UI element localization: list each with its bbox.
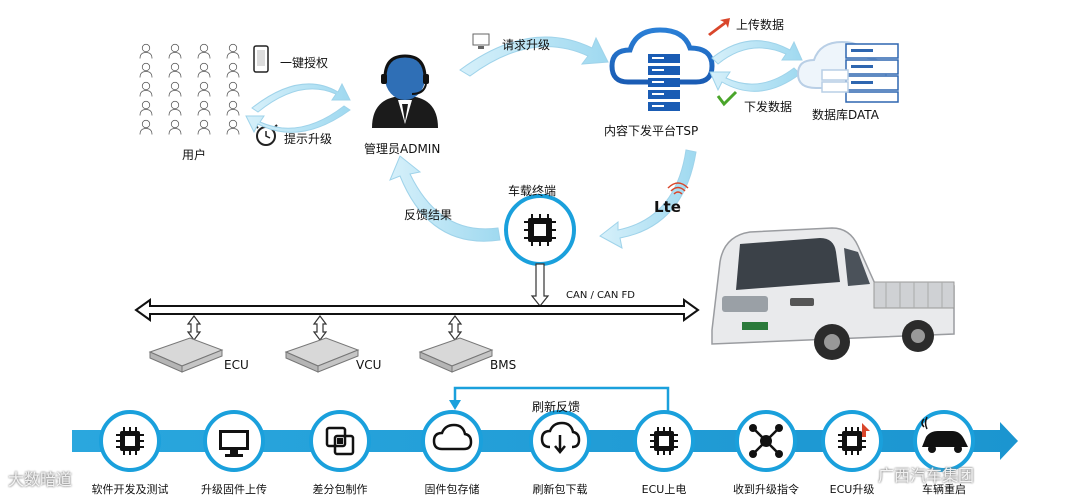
feedback-result-arrow: [390, 156, 500, 241]
process-step-label: ECU上电: [609, 481, 719, 497]
data-cycle-arrows: [710, 41, 802, 92]
terminal-bus-arrow: [532, 264, 548, 306]
person-icon: [169, 82, 181, 96]
database-label: 数据库DATA: [812, 106, 879, 123]
person-icon: [140, 82, 152, 96]
person-icon: [227, 101, 239, 115]
bms-label: BMS: [490, 358, 516, 372]
process-step-label: 刷新包下载: [505, 481, 615, 497]
auth-cycle-arrows: [246, 84, 350, 132]
phone-icon: [254, 46, 268, 72]
person-icon: [227, 63, 239, 77]
person-icon: [227, 120, 239, 134]
database-icon: [798, 42, 898, 102]
upload-arrow-icon: [708, 18, 730, 36]
ecu-label: ECU: [224, 358, 249, 372]
upload-data-label: 上传数据: [736, 16, 784, 33]
watermark-right: 广西汽车集团: [878, 462, 974, 486]
process-step-node: [101, 412, 159, 470]
request-upgrade-label: 请求升级: [502, 36, 550, 53]
process-step-node: [423, 412, 481, 470]
person-icon: [227, 82, 239, 96]
process-step-node: [823, 412, 881, 470]
person-icon: [140, 101, 152, 115]
person-icon: [198, 120, 210, 134]
process-step-label: 固件包存储: [397, 481, 507, 497]
refresh-feedback-arrowhead: [449, 400, 461, 410]
prompt-upgrade-label: 提示升级: [284, 130, 332, 147]
vehicle-terminal-node: [506, 196, 574, 264]
process-step-node: [311, 412, 369, 470]
users-label: 用户: [182, 146, 206, 163]
monitor-small-icon: [473, 34, 489, 49]
process-step-label: 软件开发及测试: [75, 481, 185, 497]
person-icon: [140, 63, 152, 77]
refresh-feedback-label: 刷新反馈: [532, 398, 580, 415]
person-icon: [198, 44, 210, 58]
tsp-label: 内容下发平台TSP: [604, 122, 698, 139]
admin-label: 管理员ADMIN: [364, 140, 440, 157]
lte-download-arrow: [600, 150, 696, 248]
bus-node-arrows: [188, 316, 461, 340]
watermark-left: 大数暗道: [8, 466, 72, 490]
person-icon: [198, 63, 210, 77]
vcu-label: VCU: [356, 358, 381, 372]
download-data-label: 下发数据: [744, 98, 792, 115]
person-icon: [198, 82, 210, 96]
tsp-cloud-icon: [612, 30, 712, 111]
can-bus-label: CAN / CAN FD: [566, 290, 635, 301]
can-bus: [136, 300, 698, 320]
admin-icon: [372, 56, 438, 128]
person-icon: [140, 120, 152, 134]
bms-module-icon: [420, 338, 492, 372]
person-icon: [227, 44, 239, 58]
person-icon: [169, 120, 181, 134]
process-step-node: [531, 412, 589, 470]
users-grid-icons: [140, 44, 239, 134]
feedback-result-label: 反馈结果: [404, 206, 452, 223]
process-step-label: 升级固件上传: [179, 481, 289, 497]
lte-label: Lte: [654, 198, 681, 216]
vcu-module-icon: [286, 338, 358, 372]
ecu-module-icon: [150, 338, 222, 372]
process-step-label: 差分包制作: [285, 481, 395, 497]
one-click-auth-label: 一键授权: [280, 54, 328, 71]
person-icon: [169, 44, 181, 58]
download-check-icon: [718, 92, 736, 104]
process-step-node: [635, 412, 693, 470]
process-step-node: [737, 412, 795, 470]
vehicle-terminal-label: 车载终端: [508, 182, 556, 199]
person-icon: [169, 101, 181, 115]
truck-image: [712, 228, 954, 360]
person-icon: [140, 44, 152, 58]
person-icon: [198, 101, 210, 115]
person-icon: [169, 63, 181, 77]
process-step-node: [205, 412, 263, 470]
